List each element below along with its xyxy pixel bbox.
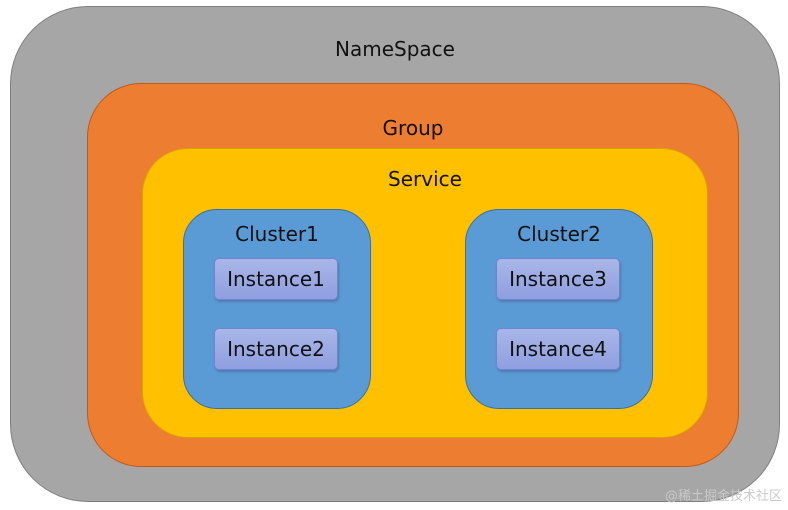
cluster-2-box: Cluster2 Instance3 Instance4 [465,209,653,409]
group-box: Group Service Cluster1 Instance1 Instanc… [87,83,739,467]
watermark-text: @稀土掘金技术社区 [664,489,782,504]
namespace-label: NameSpace [335,37,455,61]
service-box: Service Cluster1 Instance1 Instance2 Clu… [142,148,708,438]
cluster-1-box: Cluster1 Instance1 Instance2 [183,209,371,409]
instance-1-box: Instance1 [214,258,338,300]
cluster-1-label: Cluster1 [235,222,319,246]
instance-2-box: Instance2 [214,328,338,370]
instance-3-box: Instance3 [496,258,620,300]
group-label: Group [382,116,444,140]
service-label: Service [388,167,462,191]
namespace-box: NameSpace Group Service Cluster1 Instanc… [10,6,780,502]
instance-4-box: Instance4 [496,328,620,370]
cluster-2-label: Cluster2 [517,222,601,246]
